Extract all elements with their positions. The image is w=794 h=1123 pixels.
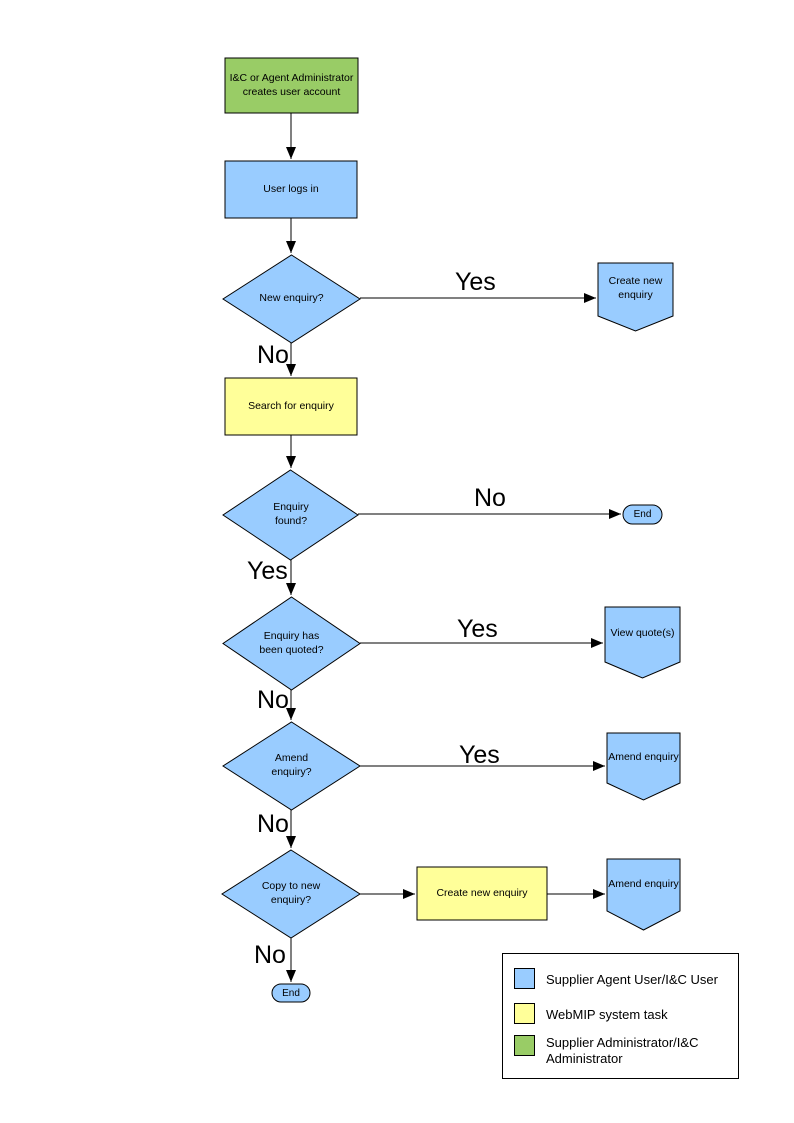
edge-label-amend-no: No [257, 810, 289, 838]
node-search-for-enquiry [224, 377, 358, 436]
node-copy-to-new-decision-label: Copy to new enquiry? [261, 880, 321, 906]
edge-label-amend-yes: Yes [459, 741, 500, 769]
node-amend-enquiry-connector-1-label: Amend enquiry [608, 751, 679, 764]
node-view-quotes-connector-label: View quote(s) [610, 626, 675, 639]
node-amend-enquiry-connector-2-label: Amend enquiry [608, 878, 679, 891]
node-end-terminator-right-label: End [633, 509, 652, 520]
node-amend-enquiry-connector-1 [606, 732, 681, 801]
node-copy-to-new-decision [221, 849, 361, 939]
legend-label-system: WebMIP system task [546, 1007, 668, 1022]
node-amend-enquiry-decision-label: Amend enquiry? [271, 752, 312, 778]
node-enquiry-found-decision-label: Enquiry found? [273, 501, 309, 527]
node-amend-enquiry-connector-2 [606, 858, 681, 931]
node-amend-enquiry-decision [222, 721, 361, 811]
legend-label-actor: Supplier Agent User/I&C User [546, 972, 718, 987]
node-view-quotes-connector [604, 606, 681, 679]
node-create-new-enquiry-connector-label: Create new enquiry [608, 275, 663, 301]
legend-label-admin: Supplier Administrator/I&C Administrator [546, 1035, 699, 1066]
node-create-new-enquiry-connector [597, 262, 674, 332]
node-search-for-enquiry-label: Search for enquiry [248, 399, 334, 412]
node-create-new-enquiry-task [416, 866, 548, 921]
legend-swatch-actor [514, 968, 535, 989]
node-create-new-enquiry-task-label: Create new enquiry [436, 886, 528, 899]
edge-label-copy-no: No [254, 941, 286, 969]
edge-label-new-enquiry-no: No [257, 341, 289, 369]
edge-label-quoted-no: No [257, 686, 289, 714]
node-admin-creates-account-label: I&C or Agent Administrator creates user … [229, 71, 354, 98]
node-end-terminator-bottom [271, 983, 311, 1003]
legend-swatch-system [514, 1003, 535, 1024]
legend-box: Supplier Agent User/I&C User WebMIP syst… [502, 953, 739, 1079]
node-new-enquiry-decision-label: New enquiry? [259, 292, 324, 305]
node-enquiry-found-decision [222, 469, 359, 561]
edge-label-new-enquiry-yes: Yes [455, 268, 496, 296]
node-user-logs-in-label: User logs in [263, 182, 319, 195]
legend-swatch-admin [514, 1035, 535, 1056]
node-user-logs-in [224, 160, 358, 219]
node-new-enquiry-decision [222, 254, 361, 344]
edge-label-quoted-yes: Yes [457, 615, 498, 643]
edge-label-found-no: No [474, 484, 506, 512]
edge-label-found-yes: Yes [247, 557, 288, 585]
node-admin-creates-account [224, 57, 359, 114]
node-enquiry-quoted-decision-label: Enquiry has been quoted? [259, 629, 324, 656]
node-end-terminator-bottom-label: End [282, 987, 300, 999]
node-end-terminator-right [622, 504, 663, 525]
node-enquiry-quoted-decision [222, 596, 361, 691]
